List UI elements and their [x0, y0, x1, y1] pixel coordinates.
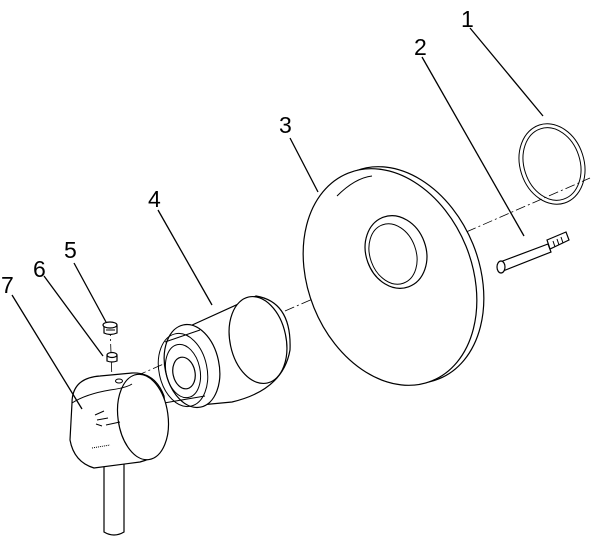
lever-handle: [69, 372, 170, 536]
cap-screw: [102, 321, 118, 336]
leader-line-1: [469, 27, 544, 117]
part-label-2: 2: [414, 34, 427, 60]
leader-line-4: [157, 209, 213, 306]
part-label-3: 3: [279, 112, 292, 138]
leader-line-2: [421, 56, 525, 237]
leader-line-5: [73, 262, 107, 323]
part-label-4: 4: [148, 186, 161, 212]
part-label-6: 6: [33, 256, 46, 282]
sleeve: [157, 295, 291, 409]
spindle-extension: [496, 231, 570, 274]
leader-line-3: [289, 137, 319, 193]
o-ring-seal: [518, 123, 586, 205]
cover-rosette: [302, 166, 485, 386]
grub-screw: [106, 351, 118, 363]
leader-line-7: [11, 294, 83, 410]
part-label-1: 1: [461, 6, 474, 32]
part-label-5: 5: [64, 237, 77, 263]
part-label-7: 7: [1, 272, 14, 298]
leader-line-6: [43, 275, 104, 357]
